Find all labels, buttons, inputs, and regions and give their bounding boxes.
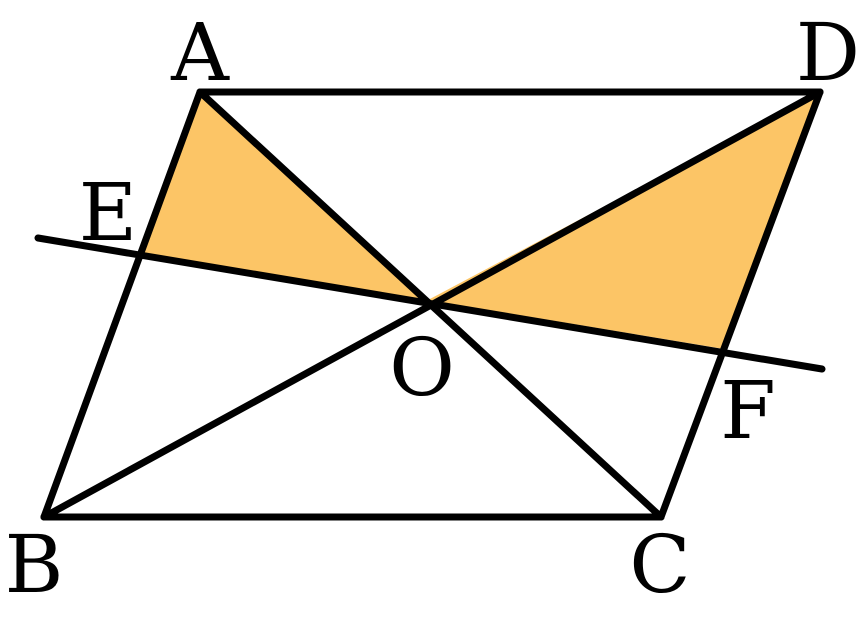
label-o: O: [389, 321, 455, 414]
label-c: C: [629, 518, 690, 611]
label-f: F: [720, 364, 776, 457]
shaded-triangle-dfo: [428, 92, 820, 349]
label-b: B: [5, 518, 64, 611]
side-dc: [657, 88, 824, 521]
side-ab: [40, 88, 204, 521]
label-a: A: [170, 6, 230, 99]
line-ef: [34, 234, 826, 373]
label-e: E: [79, 166, 137, 259]
label-d: D: [796, 6, 860, 99]
shaded-triangle-aeo: [142, 92, 428, 300]
